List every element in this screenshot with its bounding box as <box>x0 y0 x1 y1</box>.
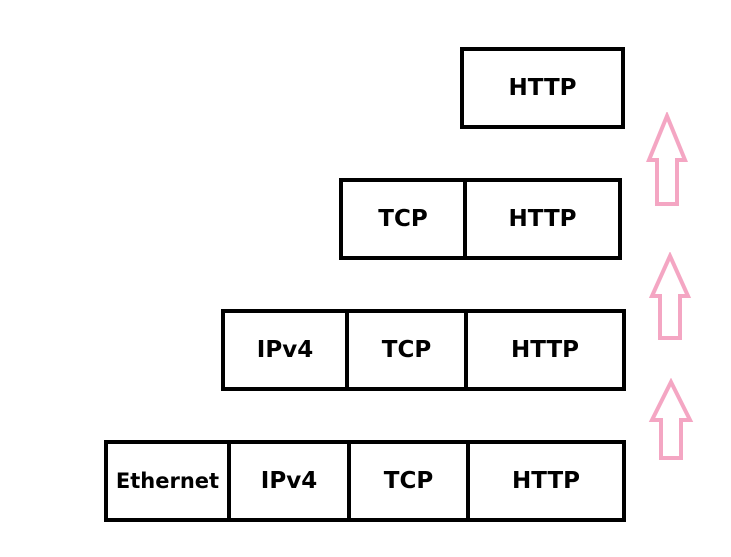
http-cell: HTTP <box>463 182 618 256</box>
layer-row-http: HTTP <box>460 47 625 129</box>
layer-row-ipv4: IPv4 TCP HTTP <box>221 309 626 391</box>
tcp-cell: TCP <box>347 444 466 518</box>
tcp-cell: TCP <box>378 206 428 232</box>
http-cell: HTTP <box>508 75 577 101</box>
arrow-up-icon <box>648 252 692 340</box>
layer-row-ethernet: Ethernet IPv4 TCP HTTP <box>104 440 626 522</box>
ipv4-cell: IPv4 <box>227 444 347 518</box>
layer-row-tcp: TCP HTTP <box>339 178 622 260</box>
ipv4-cell: IPv4 <box>256 337 314 363</box>
http-cell: HTTP <box>464 313 622 387</box>
ethernet-cell: Ethernet <box>115 469 220 493</box>
tcp-cell: TCP <box>345 313 464 387</box>
arrow-up-icon <box>648 378 694 460</box>
arrow-up-icon <box>646 112 688 206</box>
http-cell: HTTP <box>466 444 622 518</box>
